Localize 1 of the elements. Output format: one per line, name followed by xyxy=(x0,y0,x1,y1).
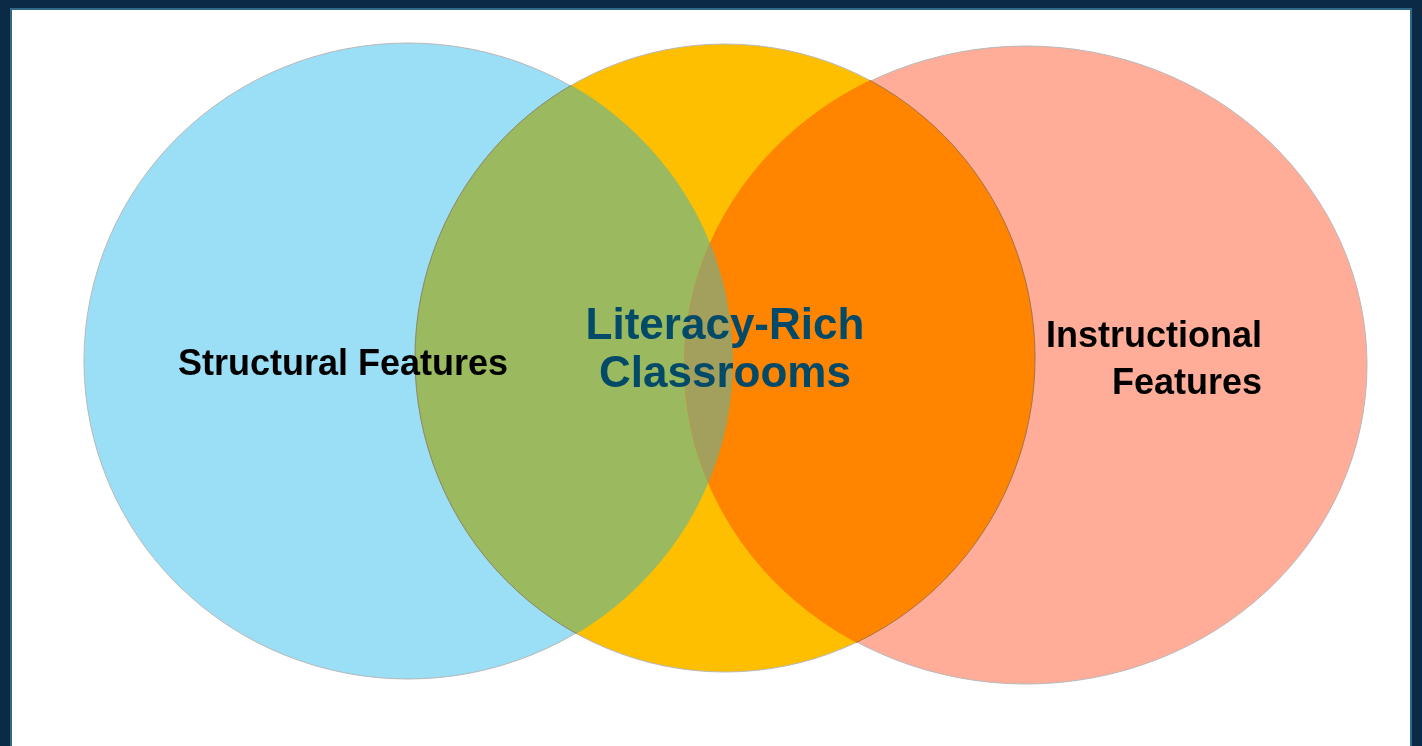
circle-label: Instructional Features xyxy=(1044,313,1262,404)
